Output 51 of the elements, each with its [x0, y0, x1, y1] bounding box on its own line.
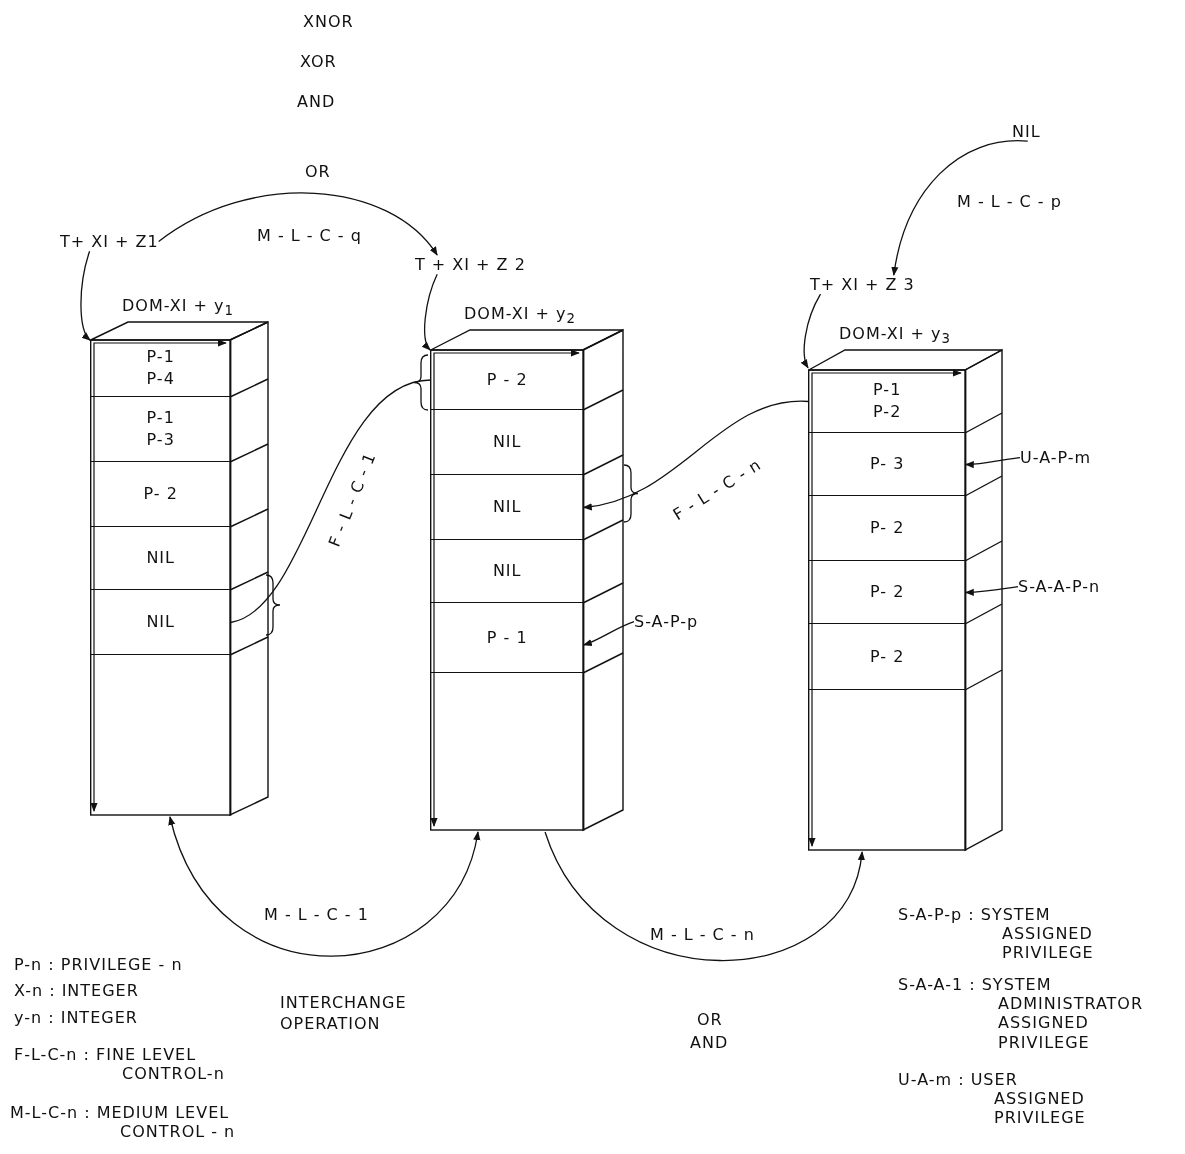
arrow [169, 816, 480, 957]
arrow [801, 293, 822, 369]
leader-line [964, 456, 1021, 469]
arrow [582, 400, 810, 510]
state-label: NIL [1012, 122, 1041, 142]
operator-label: XNOR [303, 12, 354, 32]
privilege-text: NIL [492, 560, 522, 582]
definition-note: F-L-C-n : FINE LEVEL CONTROL-n [14, 1045, 226, 1084]
privilege-text: P-1 P-3 [145, 407, 176, 451]
operator-label: OR [305, 162, 331, 182]
leader-line [582, 620, 635, 646]
privilege-text: NIL [146, 611, 175, 633]
privilege-text: P- 2 [870, 645, 905, 668]
expression-label: T + XI + Z 2 [415, 255, 526, 275]
privilege-tag: S-A-P-p [634, 612, 699, 632]
operator-label: OR [697, 1010, 723, 1030]
arrow [158, 192, 438, 256]
arrow [544, 831, 864, 962]
expression-label: T+ XI + Z1 [60, 232, 159, 252]
privilege-text: P-1 P-2 [872, 379, 903, 423]
definition-note: S-A-P-p : SYSTEM ASSIGNED PRIVILEGE [898, 905, 1095, 963]
privilege-text: P- 2 [870, 581, 905, 603]
privilege-tag: S-A-A-P-n [1018, 577, 1101, 597]
privilege-text: NIL [492, 431, 522, 453]
definition-note: U-A-m : USER ASSIGNED PRIVILEGE [898, 1070, 1087, 1128]
privilege-text: P- 2 [870, 517, 905, 539]
operation-note: INTERCHANGE OPERATION [280, 993, 408, 1035]
arrow [80, 250, 91, 341]
operator-label: XOR [300, 52, 337, 72]
operator-label: AND [297, 92, 336, 112]
privilege-tag: U-A-P-m [1020, 448, 1092, 468]
privilege-text: P - 1 [486, 626, 528, 649]
arrow [422, 273, 438, 351]
leader-line [964, 585, 1019, 596]
definition-note: P-n : PRIVILEGE - n [14, 955, 183, 975]
column-heading: DOM-XI + y$_{2}$ [464, 304, 576, 328]
privilege-text: P-1 P-4 [145, 346, 176, 390]
arrow [891, 140, 1029, 276]
privilege-text: P- 2 [143, 483, 178, 505]
operator-label: AND [690, 1033, 729, 1053]
definition-note: X-n : INTEGER [14, 981, 139, 1001]
privilege-text: NIL [492, 496, 522, 518]
privilege-text: NIL [146, 547, 175, 569]
column-heading: DOM-XI + y$_{1}$ [122, 296, 234, 320]
privilege-text: P- 3 [870, 453, 905, 475]
expression-label: T+ XI + Z 3 [810, 275, 915, 295]
definition-note: M-L-C-n : MEDIUM LEVEL CONTROL - n [10, 1103, 237, 1142]
definition-note: S-A-A-1 : SYSTEM ADMINISTRATOR ASSIGNED PRIVILEGE [898, 975, 1145, 1052]
column-heading: DOM-XI + y$_{3}$ [839, 324, 951, 348]
privilege-text: P - 2 [486, 368, 528, 391]
definition-note: y-n : INTEGER [14, 1008, 138, 1028]
